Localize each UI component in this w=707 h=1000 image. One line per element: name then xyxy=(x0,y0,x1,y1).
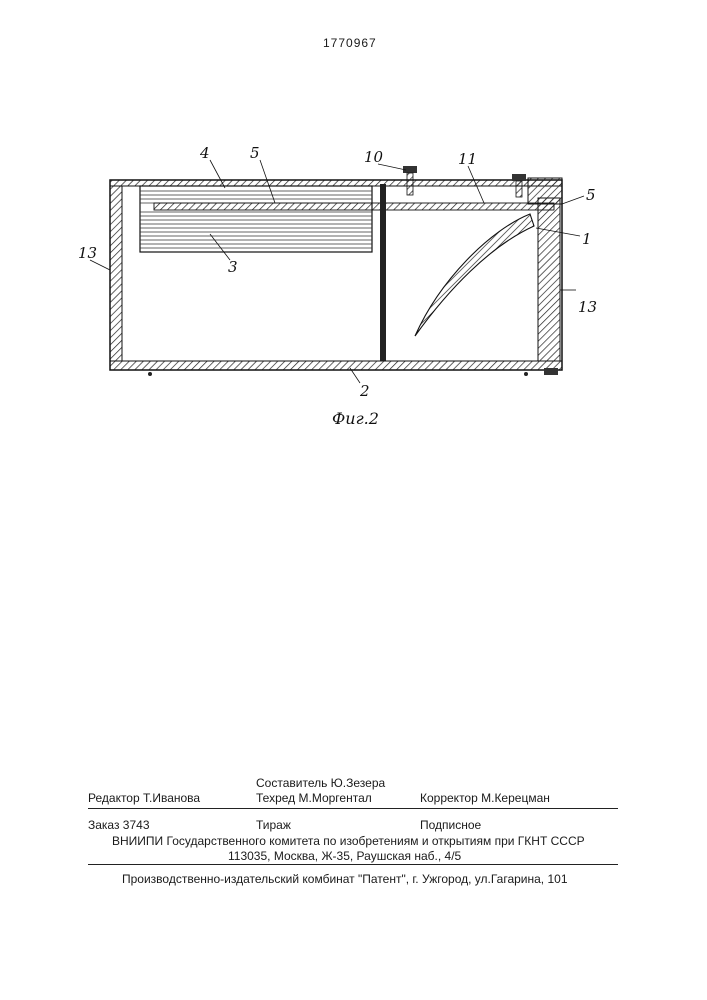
techred: Техред М.Моргентал xyxy=(256,791,372,805)
editor: Редактор Т.Иванова xyxy=(88,791,200,805)
partition xyxy=(380,184,386,361)
right-wall-cap xyxy=(528,178,562,204)
leader-lines xyxy=(90,160,584,383)
divider-bottom xyxy=(88,864,618,865)
order-number: Заказ 3743 xyxy=(88,818,150,832)
address: 113035, Москва, Ж-35, Раушская наб., 4/5 xyxy=(228,849,461,863)
foot-bracket xyxy=(544,368,558,375)
label-3: 3 xyxy=(228,258,238,276)
patent-number: 1770967 xyxy=(323,36,377,50)
institute: ВНИИПИ Государственного комитета по изоб… xyxy=(112,834,585,848)
left-wall xyxy=(110,186,122,361)
technical-drawing: 4 5 10 11 5 1 13 3 13 2 Фиг.2 xyxy=(60,140,660,440)
curved-blade xyxy=(415,214,534,336)
circulation: Тираж xyxy=(256,818,291,832)
figure-caption: Фиг.2 xyxy=(332,409,379,428)
foot-left xyxy=(148,372,152,376)
divider-top xyxy=(88,808,618,809)
label-5-left: 5 xyxy=(250,144,260,162)
plate-stack xyxy=(140,186,372,252)
composer: Составитель Ю.Зезера xyxy=(256,776,385,790)
label-13-left: 13 xyxy=(78,244,97,262)
label-4: 4 xyxy=(199,144,210,162)
corrector: Корректор М.Керецман xyxy=(420,791,550,805)
bottom-plate xyxy=(110,361,562,370)
label-2: 2 xyxy=(359,382,370,400)
label-1: 1 xyxy=(582,230,592,248)
label-5-right: 5 xyxy=(586,186,596,204)
label-11: 11 xyxy=(458,150,477,168)
label-13-right: 13 xyxy=(578,298,597,316)
label-10: 10 xyxy=(364,148,384,166)
threaded-rod xyxy=(154,203,554,210)
subscription: Подписное xyxy=(420,818,481,832)
top-plate xyxy=(110,180,562,186)
publisher: Производственно-издательский комбинат "П… xyxy=(122,872,568,886)
right-wall xyxy=(538,198,560,361)
foot-right xyxy=(524,372,528,376)
